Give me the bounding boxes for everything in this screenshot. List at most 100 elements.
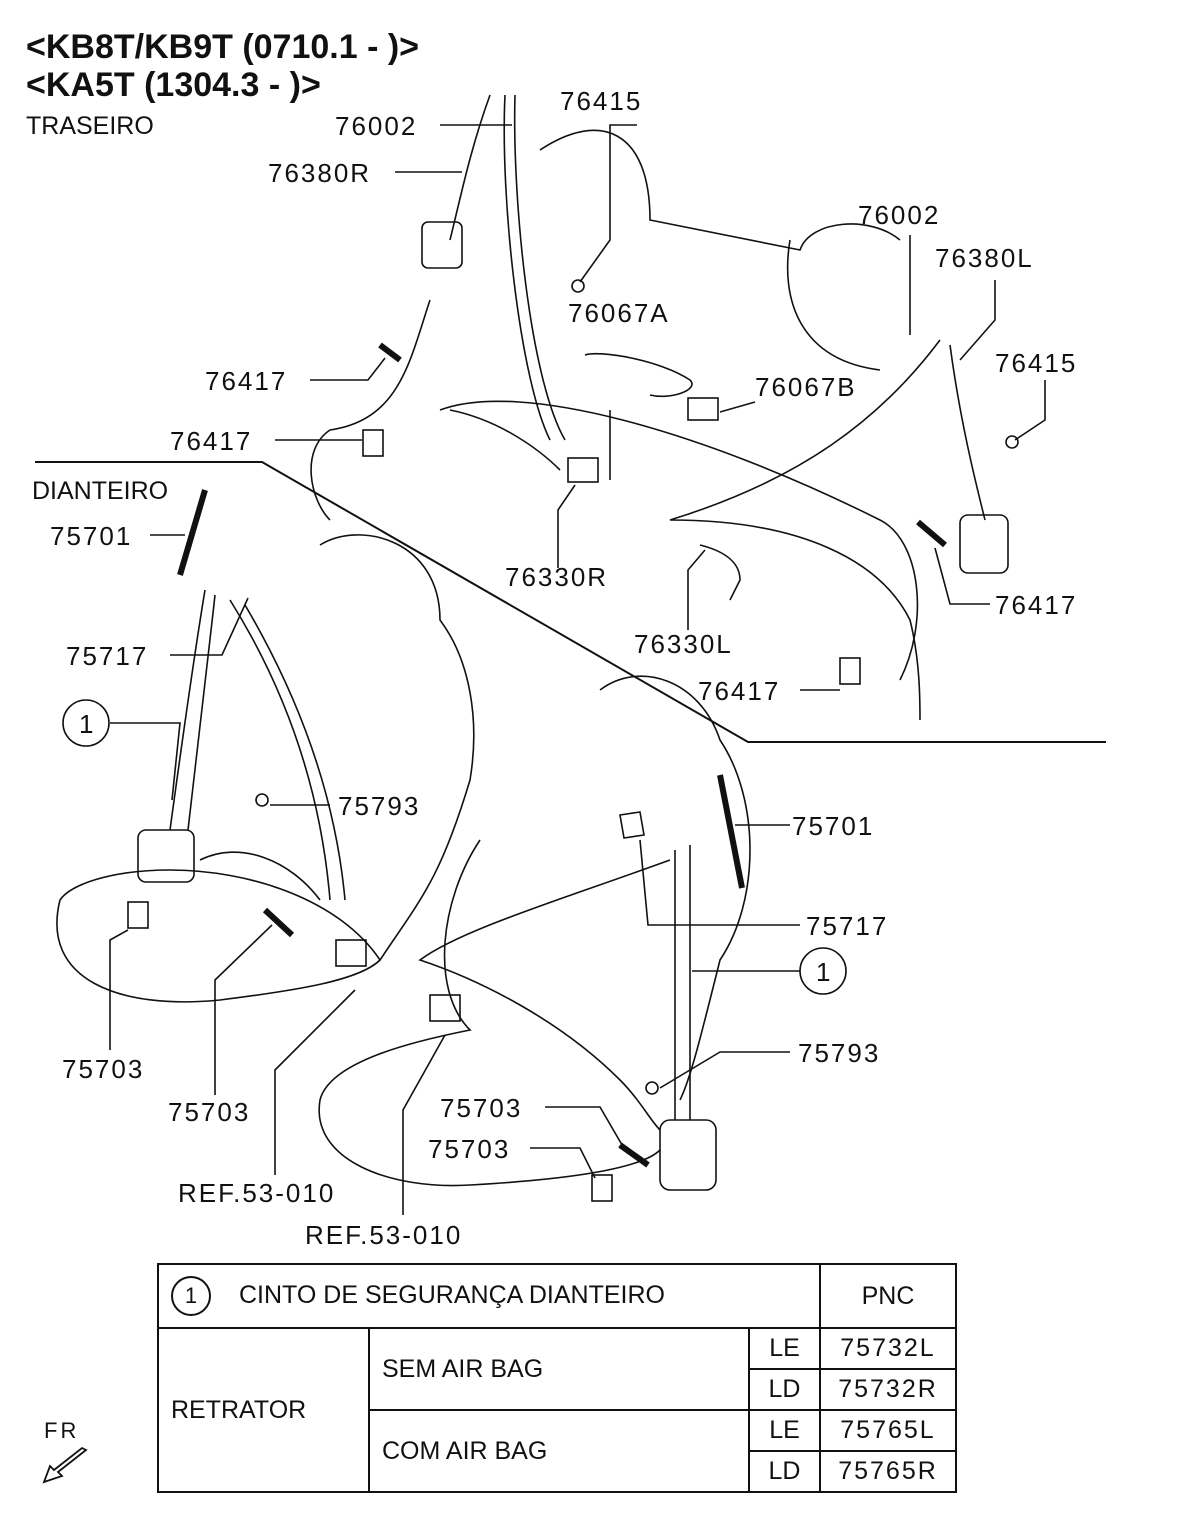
rear-right-retractor <box>421 221 463 269</box>
pnc-row-3: COM AIR BAG LE 75765L <box>158 1409 957 1493</box>
side-cell-4: LD <box>748 1450 821 1493</box>
ref-label-b: REF.53-010 <box>305 1220 462 1250</box>
callout-76067B: 76067B <box>755 372 857 402</box>
front-right-shoulder-belt <box>418 859 671 1131</box>
header-title-2: <KA5T (1304.3 - )> <box>26 66 321 104</box>
callout-76380R: 76380R <box>268 158 371 188</box>
leader-ref-b <box>402 1034 446 1215</box>
callout-1-b: 1 <box>816 957 832 987</box>
callout-75703-b: 75703 <box>168 1097 250 1127</box>
retrator-cell: RETRATOR <box>157 1327 370 1493</box>
bolt-75703-b <box>262 907 295 938</box>
leader-75703-a <box>109 929 129 1050</box>
front-right-buckle <box>429 994 461 1022</box>
callout-circle-1-b <box>799 947 847 995</box>
leader-76417-c <box>934 547 990 605</box>
rear-right-belt-strap <box>503 94 551 441</box>
ref-label-a: REF.53-010 <box>178 1178 335 1208</box>
callout-75717-a: 75717 <box>66 641 148 671</box>
bolt-75703-d <box>591 1174 613 1202</box>
rear-left-belt <box>669 339 941 721</box>
rear-center-buckle-76067B <box>687 397 719 421</box>
leader-75703-c <box>545 1106 626 1151</box>
leader-76330L <box>687 549 706 630</box>
leader-75717-b <box>639 839 800 926</box>
front-right-retractor <box>659 1119 717 1191</box>
bolt-76417-c <box>916 519 947 548</box>
leader-76067B <box>719 401 756 413</box>
leader-75717-a <box>170 597 249 656</box>
callout-76002-a: 76002 <box>335 111 417 141</box>
rear-buckle-76330L <box>699 544 741 601</box>
pnc-row-2: LD 75732R <box>158 1368 957 1411</box>
callout-76380L: 76380L <box>935 243 1034 273</box>
side-cell-3: LE <box>748 1409 821 1452</box>
pnc-row-4: LD 75765R <box>158 1450 957 1493</box>
table-callout-circle: 1 <box>171 1276 211 1316</box>
callout-76330L: 76330L <box>634 629 733 659</box>
callout-75701-b: 75701 <box>792 811 874 841</box>
pnc-header-cell: PNC <box>819 1263 957 1329</box>
pnc-cell-1: 75732L <box>819 1327 957 1370</box>
screw-76415-a <box>571 279 585 293</box>
rear-right-belt-strap-edge <box>513 94 566 441</box>
rear-headrest-outline <box>786 239 881 371</box>
front-left-seat-back <box>319 534 475 961</box>
orientation-label: FR <box>44 1418 80 1443</box>
pnc-row-1: RETRATOR SEM AIR BAG LE 75732L <box>157 1327 957 1493</box>
section-front-label: DIANTEIRO <box>32 477 169 505</box>
seat-belt-diagram: 76002 76415 76380R 76002 76380L 76067A 7… <box>35 86 1106 1250</box>
callout-76330R: 76330R <box>505 562 608 592</box>
leader-75703-d <box>530 1147 596 1179</box>
leader-75703-b <box>214 924 273 1095</box>
callout-76417-a: 76417 <box>205 366 287 396</box>
leader-76415-b <box>1014 380 1046 441</box>
bolt-76417-b <box>362 429 384 457</box>
screw-76415-b <box>1005 435 1019 449</box>
rear-seat-cushion-outline <box>310 299 431 521</box>
sem-airbag-cell: SEM AIR BAG <box>368 1327 750 1411</box>
front-right-seat-cushion <box>318 839 661 1187</box>
front-left-retractor <box>137 829 195 883</box>
callout-76067A: 76067A <box>568 298 670 328</box>
bolt-76417-a <box>378 342 402 363</box>
leader-76330R <box>557 484 576 568</box>
leader-75793-b <box>659 1051 790 1089</box>
rear-right-lap-belt <box>449 409 561 471</box>
callout-75701-a: 75701 <box>50 521 132 551</box>
front-left-belt-webbing-edge <box>187 594 216 831</box>
callout-76417-d: 76417 <box>698 676 780 706</box>
front-left-belt-webbing <box>169 589 206 831</box>
front-right-height-adjuster <box>717 774 745 889</box>
callout-76417-b: 76417 <box>170 426 252 456</box>
front-right-seat-back <box>599 675 751 1101</box>
front-left-shoulder-belt <box>229 599 331 901</box>
header-title-1: <KB8T/KB9T (0710.1 - )> <box>26 28 420 66</box>
callout-circle-1-a <box>62 699 110 747</box>
rear-left-retractor <box>959 514 1009 574</box>
pnc-cell-4: 75765R <box>819 1450 957 1493</box>
rear-right-belt-upper <box>449 94 491 241</box>
callout-1-a: 1 <box>79 709 95 739</box>
bolt-76417-d <box>839 657 861 685</box>
front-left-seat-cushion <box>56 869 382 1003</box>
leader-76380L <box>959 280 996 361</box>
pnc-cell-3: 75765L <box>819 1409 957 1452</box>
callout-76415-b: 76415 <box>995 348 1077 378</box>
callout-75793-b: 75793 <box>798 1038 880 1068</box>
rear-left-belt-retractor-strap <box>949 344 986 521</box>
callout-75703-d: 75703 <box>428 1134 510 1164</box>
side-cell-2: LD <box>748 1368 821 1411</box>
callout-75793-a: 75793 <box>338 791 420 821</box>
front-left-lap-belt <box>199 851 321 901</box>
com-airbag-cell: COM AIR BAG <box>368 1409 750 1493</box>
leader-1-a <box>110 722 181 801</box>
callout-76415-a: 76415 <box>560 86 642 116</box>
front-right-guide-bracket <box>619 811 645 839</box>
rear-seat-back-outline <box>539 129 901 251</box>
bolt-75703-a <box>127 901 149 929</box>
rear-cushion-edge <box>439 400 919 681</box>
